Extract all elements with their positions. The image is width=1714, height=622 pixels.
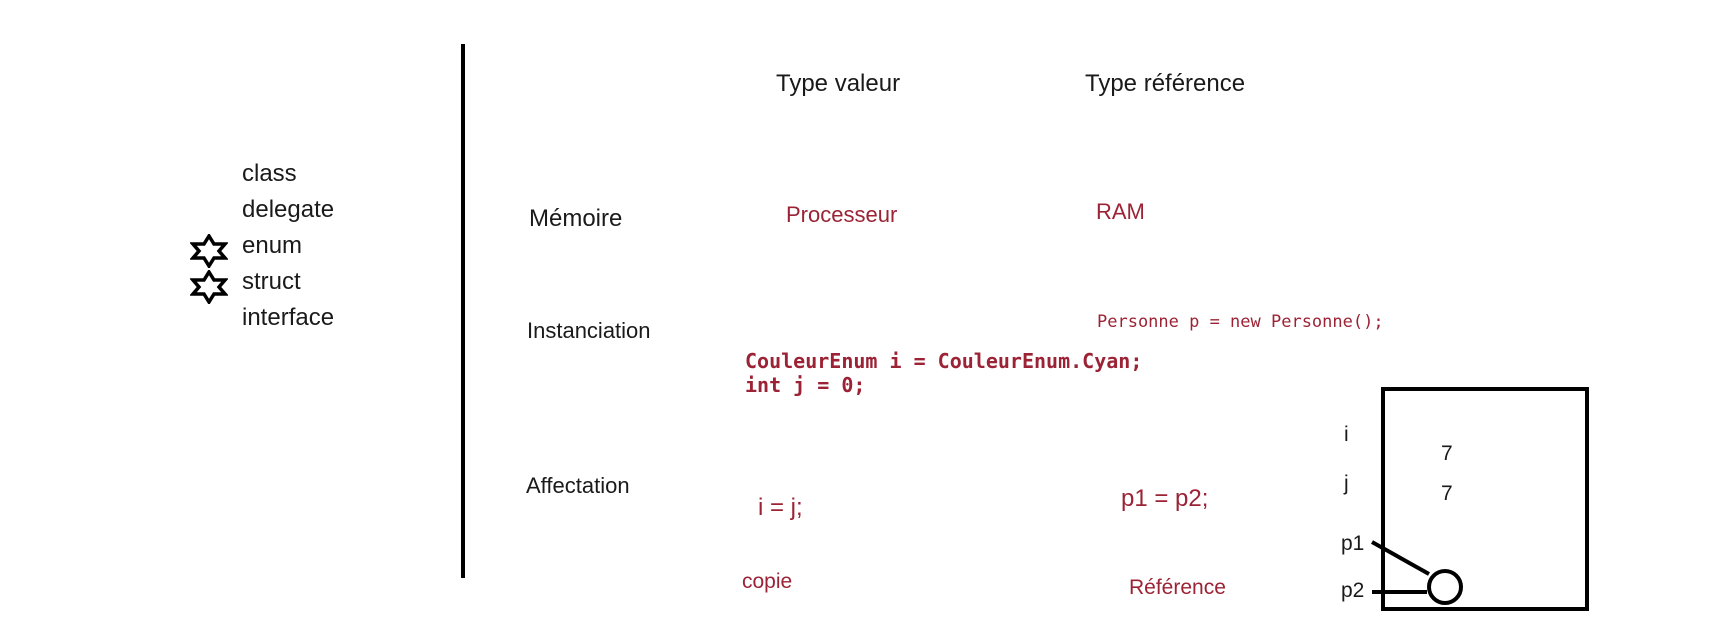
variable-label-j: j	[1344, 472, 1349, 495]
keyword-struct: struct	[242, 268, 301, 295]
row-label-memory: Mémoire	[529, 205, 623, 232]
assignment-value-note: copie	[742, 570, 793, 593]
row-label-instantiation: Instanciation	[527, 318, 651, 343]
header-reference-type: Type référence	[1085, 70, 1246, 97]
variable-label-p1: p1	[1341, 532, 1365, 555]
variable-label-p2: p2	[1341, 579, 1365, 602]
p1-pointer-line	[1371, 540, 1430, 576]
memory-box	[1381, 387, 1589, 611]
variable-value-j: 7	[1441, 482, 1453, 505]
assignment-reference-type: p1 = p2;	[1121, 485, 1209, 512]
keyword-interface: interface	[242, 304, 335, 331]
star-icon	[190, 234, 228, 268]
memory-reference-type: RAM	[1096, 199, 1145, 224]
instantiation-reference-code: Personne p = new Personne();	[1097, 312, 1384, 332]
instantiation-value-code-line1: CouleurEnum i = CouleurEnum.Cyan;	[745, 349, 1143, 373]
assignment-value-type: i = j;	[758, 494, 803, 521]
variable-label-i: i	[1344, 423, 1349, 446]
keyword-class: class	[242, 160, 297, 187]
keyword-enum: enum	[242, 232, 303, 259]
heap-object-circle	[1427, 569, 1463, 605]
instantiation-value-code-line2: int j = 0;	[745, 373, 866, 397]
header-value-type: Type valeur	[776, 70, 901, 97]
variable-value-i: 7	[1441, 442, 1453, 465]
star-icon	[190, 270, 228, 304]
reference-arrows	[1371, 540, 1463, 605]
row-label-assignment: Affectation	[526, 473, 630, 498]
keyword-delegate: delegate	[242, 196, 335, 223]
assignment-reference-note: Référence	[1129, 576, 1226, 599]
memory-value-type: Processeur	[786, 202, 898, 227]
vertical-divider	[461, 44, 465, 578]
